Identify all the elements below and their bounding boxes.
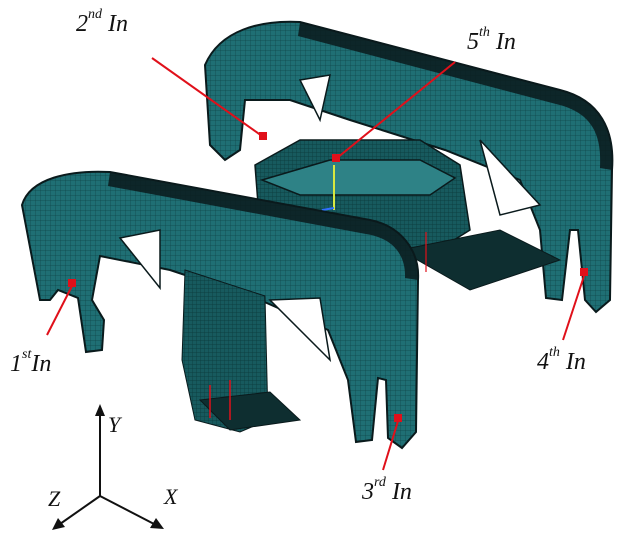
leader-line-1st — [46, 285, 73, 336]
label-5th-in: 5th In — [467, 25, 516, 55]
front-side-frame — [20, 170, 427, 450]
marker-5th — [332, 154, 340, 162]
label-2nd-in: 2nd In — [76, 7, 128, 37]
z-axis-arrow-icon — [59, 495, 101, 525]
x-axis-arrow-icon — [99, 495, 157, 526]
coordinate-axes — [52, 404, 164, 530]
marker-2nd — [259, 132, 267, 140]
axis-label-y: Y — [108, 412, 121, 437]
label-3rd-in: 3rd In — [362, 475, 412, 505]
marker-4th — [580, 268, 588, 276]
axis-label-x: X — [164, 484, 178, 509]
back-side-frame — [203, 20, 614, 314]
marker-3rd — [394, 414, 402, 422]
label-1st-in: 1stIn — [10, 347, 52, 377]
leader-line-3rd — [382, 420, 399, 471]
load-markers — [46, 57, 588, 471]
leader-line-4th — [562, 275, 585, 341]
leader-line-2nd — [151, 57, 263, 137]
leader-line-5th — [336, 61, 456, 159]
label-4th-in: 4th In — [537, 345, 586, 375]
marker-1st — [68, 279, 76, 287]
axis-label-z: Z — [48, 486, 61, 511]
